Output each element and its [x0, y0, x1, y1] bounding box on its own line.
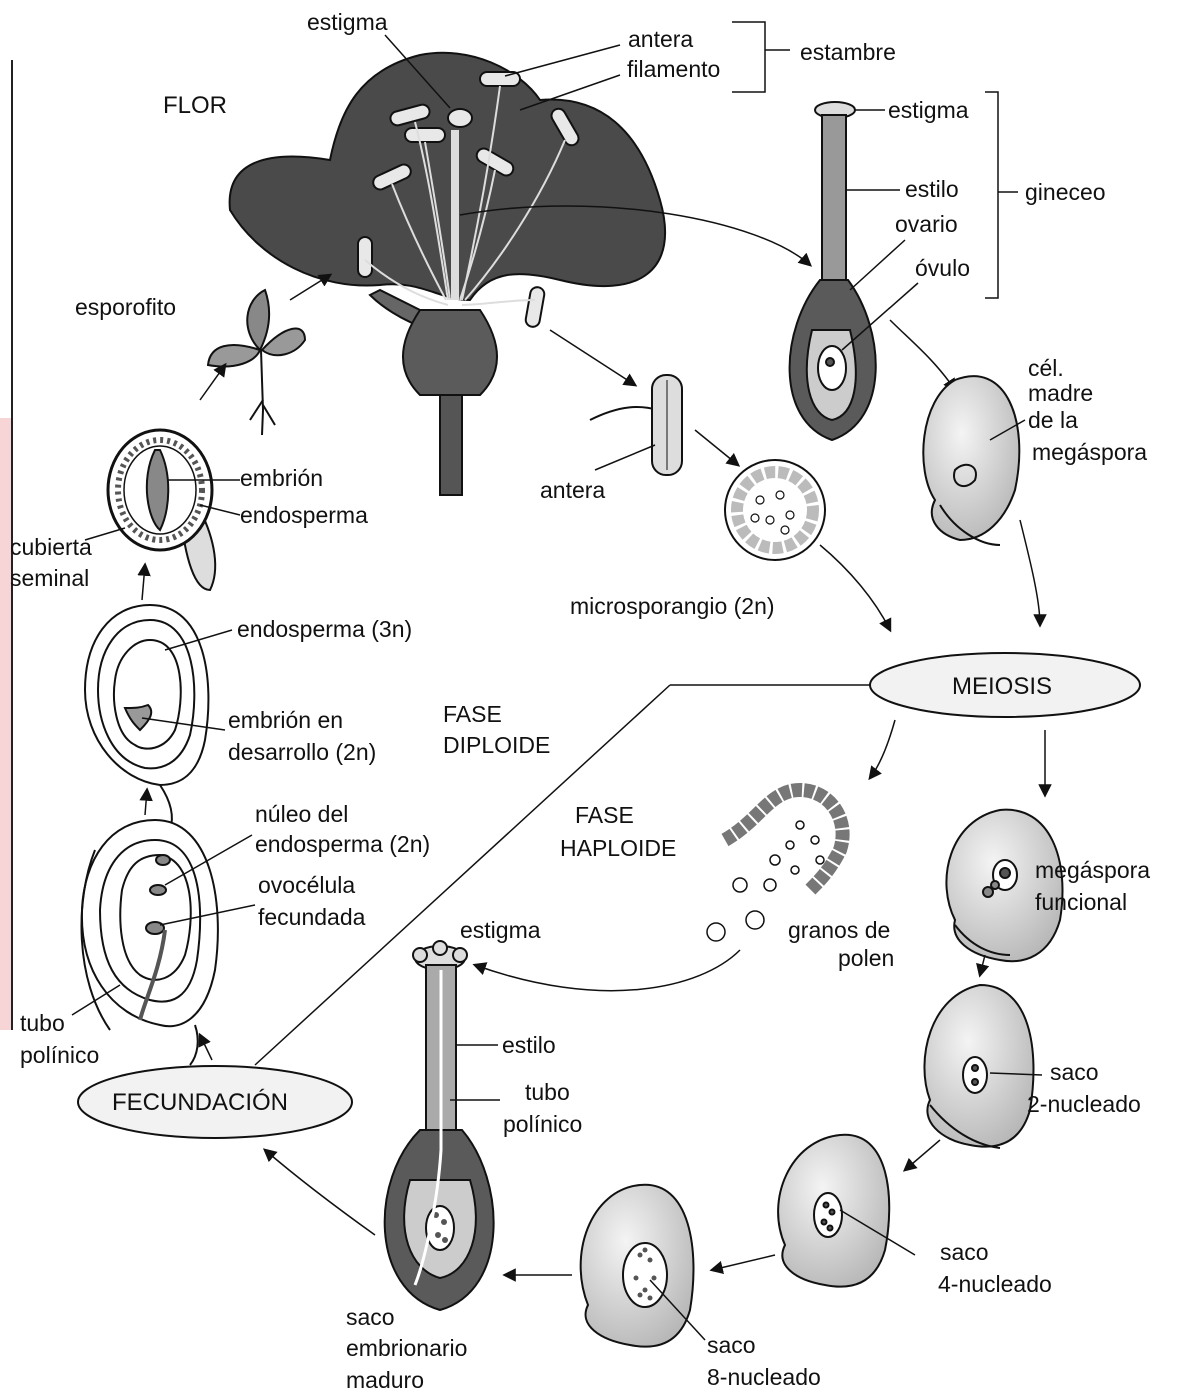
two-nucleate-sac-illustration — [924, 985, 1033, 1148]
label-embrion: embrión — [240, 465, 323, 491]
label-gineceo: gineceo — [1025, 179, 1106, 205]
label-cubierta-line1: cubierta — [10, 534, 92, 560]
label-endosperma-3n: endosperma (3n) — [237, 616, 412, 642]
label-cubierta-line2: seminal — [10, 565, 89, 591]
label-filamento: filamento — [627, 56, 720, 82]
label-fase-haploide-line2: HAPLOIDE — [560, 835, 676, 861]
label-nucleo-line1: núleo del — [255, 801, 348, 827]
label-megaspora-line2: funcional — [1035, 889, 1127, 915]
label-megaspora-line1: megáspora — [1035, 857, 1150, 883]
label-saco-maduro-line2: embrionario — [346, 1335, 467, 1361]
label-meiosis: MEIOSIS — [952, 673, 1052, 700]
microsporangium-illustration — [725, 460, 825, 560]
label-tubo-center-line1: tubo — [525, 1079, 570, 1105]
label-endosperma-seed: endosperma — [240, 502, 368, 528]
label-saco2-line1: saco — [1050, 1059, 1099, 1085]
label-tubo-left-line1: tubo — [20, 1010, 65, 1036]
label-saco2-line2: 2-nucleado — [1027, 1091, 1141, 1117]
label-cel-line2: madre — [1028, 380, 1093, 406]
label-embrion-desarrollo-line1: embrión en — [228, 707, 343, 733]
four-nucleate-sac-illustration — [778, 1135, 889, 1287]
pistil-illustration — [790, 102, 876, 440]
label-cel-line3: de la — [1028, 407, 1078, 433]
label-ovocelula-line2: fecundada — [258, 904, 366, 930]
label-saco8-line1: saco — [707, 1332, 756, 1358]
label-cel-line4: megáspora — [1032, 439, 1147, 465]
label-saco4-line2: 4-nucleado — [938, 1271, 1052, 1297]
label-saco8-line2: 8-nucleado — [707, 1364, 821, 1390]
label-cel-line1: cél. — [1028, 355, 1064, 381]
label-ovocelula-line1: ovocélula — [258, 872, 355, 898]
anther-leader-line — [595, 445, 655, 470]
mature-embryo-sac-pistil — [385, 941, 494, 1310]
label-saco4-line1: saco — [940, 1239, 989, 1265]
label-tubo-left-line2: polínico — [20, 1042, 99, 1068]
label-embrion-desarrollo-line2: desarrollo (2n) — [228, 739, 376, 765]
label-esporofito: esporofito — [75, 294, 176, 320]
label-fase-diploide-line2: DIPLOIDE — [443, 732, 550, 758]
functional-megaspore-illustration — [946, 810, 1062, 962]
seedling-illustration — [208, 290, 305, 435]
label-estambre: estambre — [800, 39, 896, 65]
label-fase-haploide-line1: FASE — [575, 802, 634, 828]
label-granos-line2: polen — [838, 945, 894, 971]
mature-pistil-leader-lines — [450, 1045, 500, 1100]
label-saco-maduro-line1: saco — [346, 1304, 395, 1330]
label-microsporangio: microsporangio (2n) — [570, 593, 775, 619]
label-flor: FLOR — [163, 92, 227, 119]
anther-illustration — [590, 375, 682, 475]
flower-illustration — [230, 53, 665, 495]
label-fase-diploide-line1: FASE — [443, 701, 502, 727]
fertilized-ovule-illustration — [81, 820, 217, 1065]
label-estigma-pistil: estigma — [888, 97, 969, 123]
label-antera-mid: antera — [540, 477, 605, 503]
megaspore-mother-cell-ovule — [923, 376, 1025, 545]
label-saco-maduro-line3: maduro — [346, 1367, 424, 1393]
eight-nucleate-sac-illustration — [581, 1185, 694, 1347]
label-estigma-bottom: estigma — [460, 917, 541, 943]
label-estigma-flower: estigma — [307, 9, 388, 35]
label-estilo-bottom: estilo — [502, 1032, 556, 1058]
label-estilo-pistil: estilo — [905, 176, 959, 202]
seed-illustration — [108, 430, 215, 590]
label-granos-line1: granos de — [788, 917, 890, 943]
label-nucleo-line2: endosperma (2n) — [255, 831, 430, 857]
label-fecundacion: FECUNDACIÓN — [112, 1089, 288, 1116]
label-ovario: ovario — [895, 211, 958, 237]
label-antera-top: antera — [628, 26, 693, 52]
label-tubo-center-line2: polínico — [503, 1111, 582, 1137]
label-ovulo: óvulo — [915, 255, 970, 281]
